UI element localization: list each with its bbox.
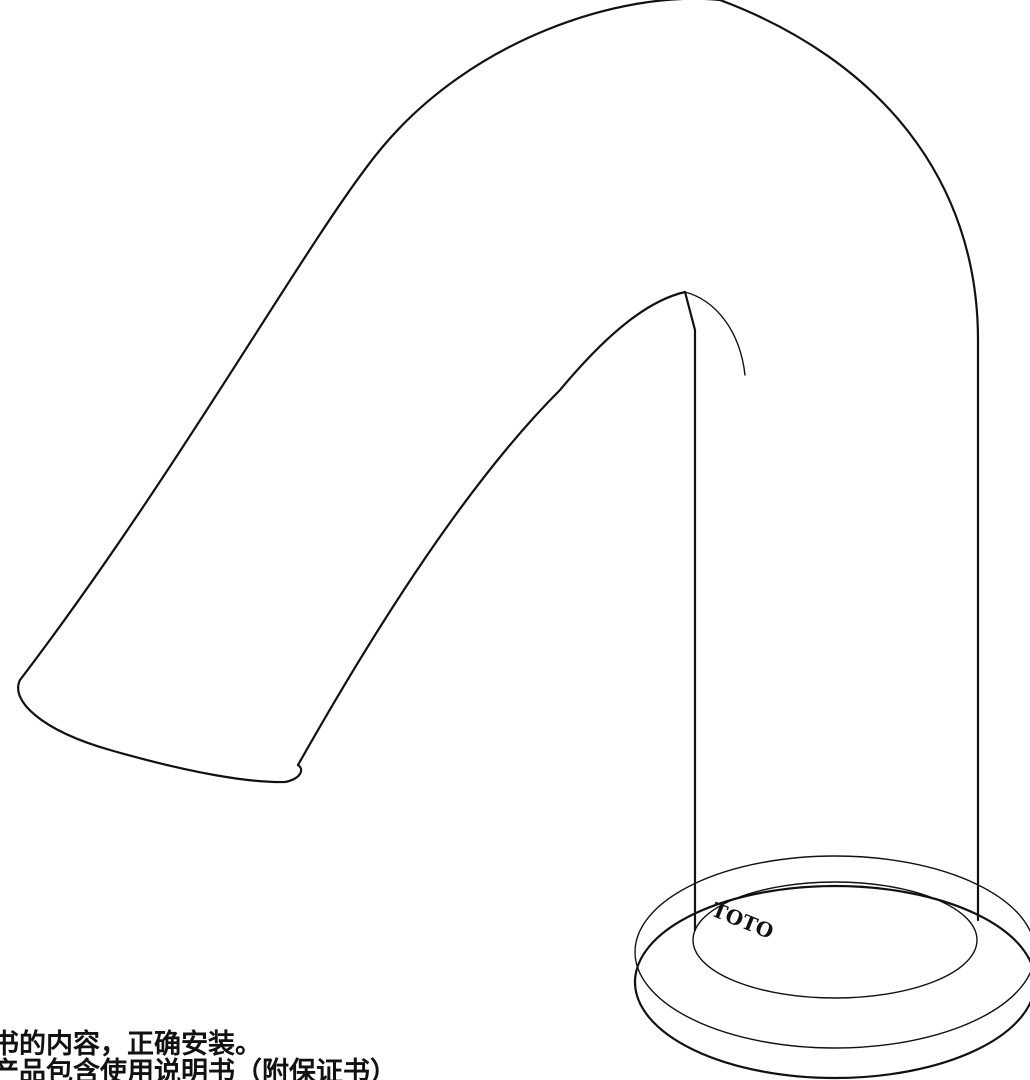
instruction-text-line-1: 书的内容，正确安装。	[0, 1029, 262, 1060]
faucet-base-plate	[633, 855, 1030, 1080]
instruction-text-line-2: 产品包含使用说明书（附保证书）	[0, 1057, 397, 1080]
faucet-spout	[17, 0, 980, 932]
toto-logo: TOTO	[708, 897, 777, 943]
